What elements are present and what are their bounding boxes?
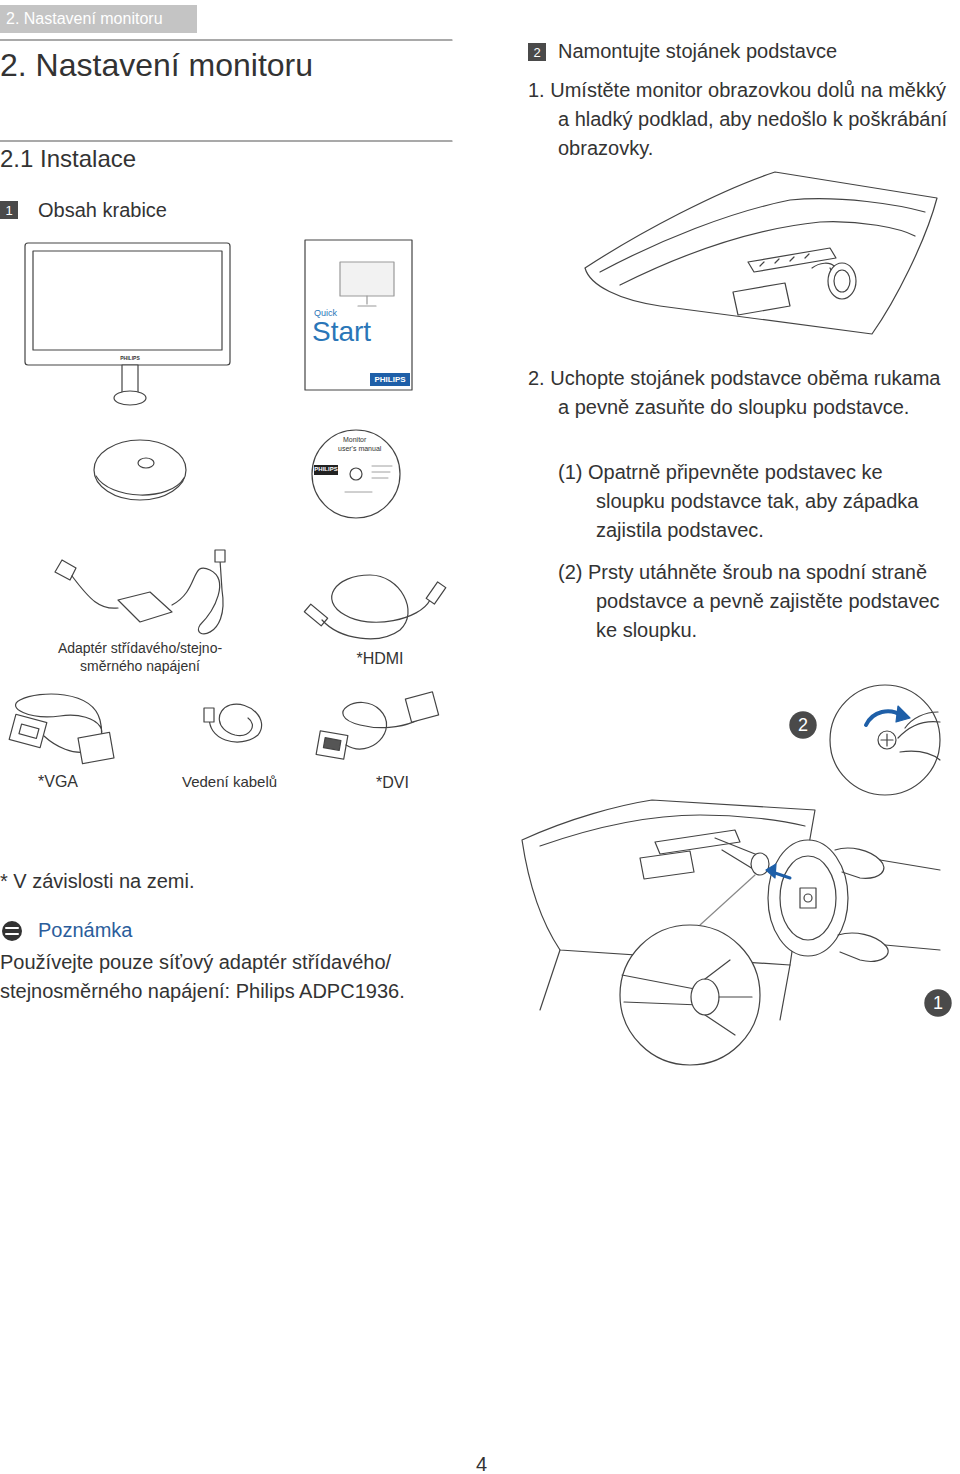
section-title: Namontujte stojánek podstavce [558, 39, 837, 63]
step-text: 1. Umístěte monitor obrazovkou dolů na m… [528, 76, 948, 163]
step-text: 2. Uchopte stojánek podstavce oběma ruka… [528, 364, 948, 422]
section-title: Obsah krabice [38, 198, 167, 222]
part-name: Adaptér střídavého/stejno- směrného napá… [40, 640, 240, 675]
note-text: Používejte pouze síťový adaptér střídavé… [0, 948, 450, 1006]
step-text: (2) Prsty utáhněte šroub na spodní stran… [558, 558, 953, 645]
node-text: 1 [933, 994, 943, 1012]
note-heading: Poznámka [38, 918, 133, 942]
node-text: 2. Nastavení monitoru [6, 11, 163, 27]
callout-number: 1 [924, 989, 952, 1017]
header-band: 2. Nastavení monitoru [0, 5, 197, 33]
node-text: 2 [533, 46, 540, 59]
part-name: *HDMI [350, 649, 410, 668]
step-text: (1) Opatrně připevněte podstavec ke slou… [558, 458, 953, 545]
footnote: * V závislosti na zemi. [0, 869, 195, 893]
node-text: 1 [5, 204, 12, 217]
section-heading: 2.1 Instalace [0, 145, 136, 174]
part-name: *DVI [376, 773, 409, 792]
guide-title: Start [312, 318, 371, 346]
brand-logo: PHILIPS [370, 375, 410, 385]
brand-logo: PHILIPS [314, 466, 338, 473]
page-number: 4 [476, 1452, 487, 1474]
page-title: 2. Nastavení monitoru [0, 46, 313, 84]
brand-logo: PHILIPS [116, 355, 144, 361]
part-name: Vedení kabelů [182, 773, 277, 791]
callout-number: 2 [789, 711, 817, 739]
disc-label: user's manual [338, 445, 381, 453]
section-badge: 1 [0, 201, 18, 219]
part-name: *VGA [38, 772, 78, 791]
disc-label: Monitor [343, 436, 366, 444]
section-badge: 2 [528, 43, 546, 61]
node-text: 2 [798, 716, 808, 734]
